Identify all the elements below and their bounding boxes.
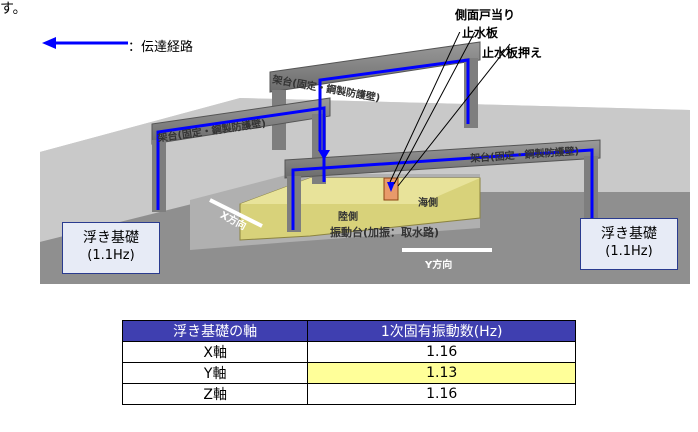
- label-land-side: 陸側: [338, 212, 358, 223]
- path-back-frame: [318, 58, 470, 150]
- leader-line-2: [393, 32, 476, 185]
- row-axis: Z軸: [121, 383, 309, 405]
- frequency-table: 浮き基礎の軸 1次固有振動数(Hz) X軸 1.16 Y軸 1.13 Z軸 1.…: [121, 320, 576, 405]
- table-row: X軸 1.16: [121, 341, 576, 363]
- leader-line-3: [397, 43, 511, 187]
- row-axis: X軸: [121, 341, 309, 363]
- path-arrowhead-1: [318, 150, 330, 160]
- floating-left-freq: (1.1Hz): [87, 248, 135, 263]
- header-frequency: 1次固有振動数(Hz): [307, 320, 576, 342]
- floating-right-title: 浮き基礎: [601, 226, 657, 242]
- label-y-direction: Y方向: [425, 260, 453, 271]
- label-side-door: 側面戸当り: [455, 8, 516, 22]
- label-stop-plate-press: 止水板押え: [482, 46, 543, 60]
- table-row: Z軸 1.16: [121, 383, 576, 405]
- table-row: Y軸 1.13: [121, 362, 576, 384]
- x-direction-arrow: [209, 198, 263, 228]
- header-axis: 浮き基礎の軸: [121, 320, 309, 342]
- row-axis: Y軸: [121, 362, 309, 384]
- label-sea-side: 海側: [418, 198, 438, 209]
- legend-label: ：伝達経路: [128, 40, 194, 55]
- legend-arrow: [42, 37, 128, 49]
- facility-diagram: [40, 32, 690, 284]
- leader-line-1: [389, 32, 461, 183]
- row-value: 1.16: [307, 341, 576, 363]
- path-arrowhead-2: [387, 182, 395, 192]
- row-value-highlighted: 1.13: [307, 362, 576, 384]
- path-right-frame: [291, 148, 594, 230]
- floating-right-freq: (1.1Hz): [605, 244, 653, 259]
- top-text: す。: [0, 1, 27, 17]
- floating-foundation-right: 浮き基礎 (1.1Hz): [580, 218, 678, 270]
- label-stop-plate: 止水板: [462, 26, 499, 40]
- row-value: 1.16: [307, 383, 576, 405]
- path-left-frame: [156, 106, 326, 210]
- floating-left-title: 浮き基礎: [83, 230, 139, 246]
- floating-foundation-left: 浮き基礎 (1.1Hz): [62, 222, 160, 274]
- table-header-row: 浮き基礎の軸 1次固有振動数(Hz): [121, 320, 576, 342]
- label-shake-table: 振動台(加振：取水路): [330, 226, 440, 239]
